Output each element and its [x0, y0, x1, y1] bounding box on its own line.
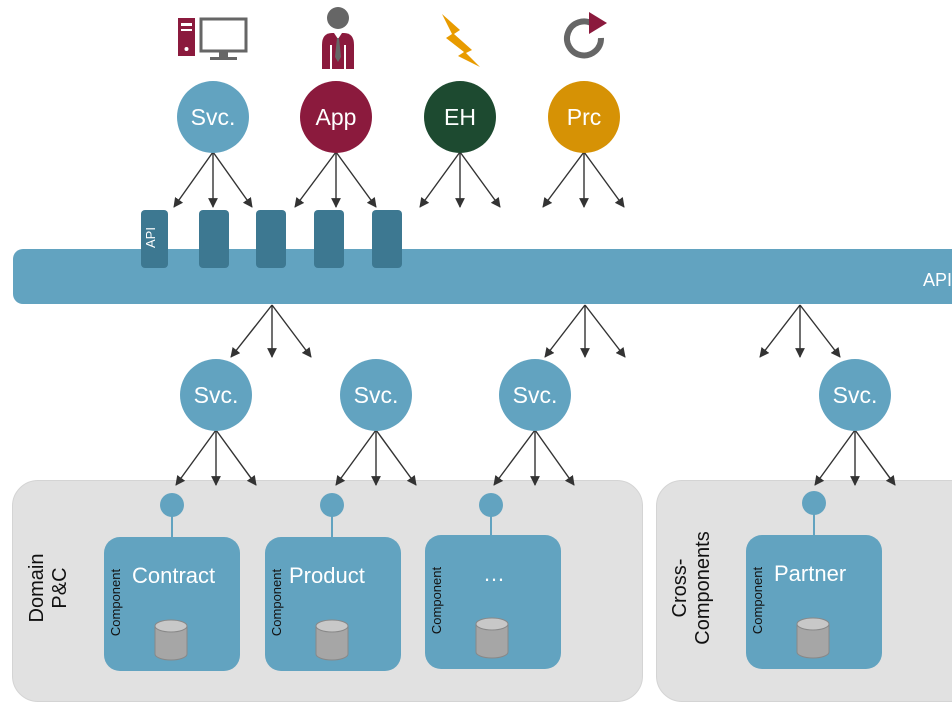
component-contract: Component Contract: [104, 537, 240, 671]
service-circle: Svc.: [340, 359, 412, 431]
api-port: [314, 210, 344, 268]
app-circle: App: [300, 81, 372, 153]
cross-components-label: Cross- Components: [669, 531, 714, 645]
domain-pc-label: Domain P&C: [26, 553, 71, 623]
refresh-icon: [561, 12, 611, 67]
interface-dot: [802, 491, 826, 515]
user-icon: [318, 5, 358, 78]
event-handler-circle: EH: [424, 81, 496, 153]
component-tag: Component: [429, 566, 445, 635]
component-more: Component …: [425, 535, 561, 669]
component-name: Product: [289, 563, 365, 588]
lightning-icon: [440, 12, 480, 73]
api-port: [199, 210, 229, 268]
interface-dot: [479, 493, 503, 517]
component-tag: Component: [269, 568, 285, 637]
service-circle: Svc.: [177, 81, 249, 153]
database-icon: [154, 619, 188, 661]
service-circle: Svc.: [499, 359, 571, 431]
database-icon: [475, 617, 509, 659]
api-port: [372, 210, 402, 268]
service-circle: Svc.: [180, 359, 252, 431]
api-port: [256, 210, 286, 268]
api-port: API: [141, 210, 168, 268]
api-bus: [13, 249, 952, 304]
process-circle: Prc: [548, 81, 620, 153]
component-product: Component Product: [265, 537, 401, 671]
interface-dot: [320, 493, 344, 517]
component-name: Contract: [132, 563, 216, 588]
component-name: Partner: [774, 561, 847, 586]
component-name: …: [483, 561, 505, 586]
interface-dot: [160, 493, 184, 517]
computer-icon: [178, 16, 248, 69]
component-partner: Component Partner: [746, 535, 882, 669]
service-circle: Svc.: [819, 359, 891, 431]
database-icon: [315, 619, 349, 661]
component-tag: Component: [750, 566, 766, 635]
database-icon: [796, 617, 830, 659]
component-tag: Component: [108, 568, 124, 637]
api-bus-label: API: [922, 270, 952, 290]
